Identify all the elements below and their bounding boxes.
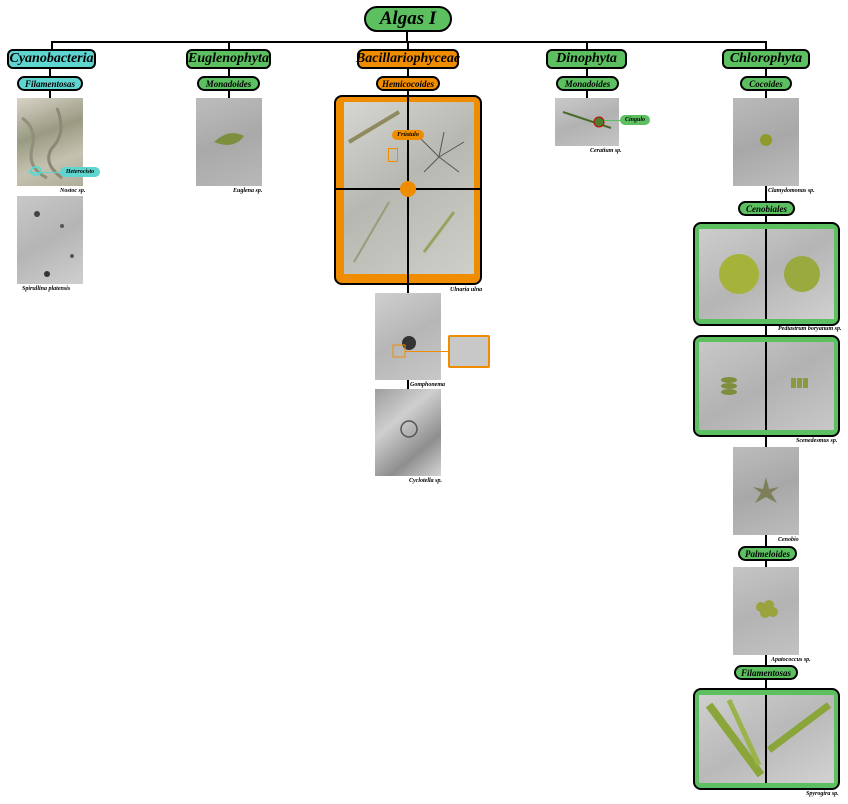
spirullina-dots-graphic — [17, 196, 83, 284]
caption-apatococcus: Apatococcus sp. — [771, 657, 811, 663]
caption-nostoc: Nostoc sp. — [60, 188, 85, 194]
tag-frustulo: Frústulo — [392, 130, 424, 140]
gomphonema-zoom-frame — [448, 335, 490, 368]
caption-pediastrum: Pediastrum boryanum sp. — [778, 326, 842, 332]
photo-spirullina — [17, 196, 83, 284]
tag-heterocisto: Heterocisto — [60, 167, 100, 177]
phylum-cyanobacteria: Cyanobacteria — [7, 49, 96, 69]
clamydomonas-graphic — [733, 98, 799, 186]
scenedesmus-divider — [765, 342, 767, 430]
frustulo-marker — [388, 148, 398, 162]
phylum-chlorophyta: Chlorophyta — [722, 49, 810, 69]
group-bacill-hemicocoides: Hemicocoides — [376, 76, 440, 91]
caption-ulnaria: Ulnaria ulna — [450, 287, 482, 293]
photo-ceratium — [555, 98, 619, 146]
apatococcus-graphic — [733, 567, 799, 655]
main-horizontal-line — [51, 41, 767, 43]
photo-euglena — [196, 98, 262, 186]
group-cyano-filamentosas: Filamentosas — [17, 76, 83, 91]
ulnaria-center-dot — [400, 181, 416, 197]
heterocisto-marker — [30, 166, 42, 176]
caption-euglena: Euglena sp. — [233, 188, 262, 194]
caption-spyrogira: Spyrogira sp. — [806, 791, 839, 797]
gomphonema-zoom-pointer — [405, 351, 449, 352]
caption-spirullina: Spirullina platensis — [22, 286, 70, 292]
pediastrum-divider — [765, 229, 767, 319]
tag-cingulo: Cíngulo — [620, 115, 650, 125]
caption-clamydomonas: Clamydomonas sp. — [768, 188, 815, 194]
group-chloro-filamentosas: Filamentosas — [734, 665, 798, 680]
phylum-bacillariophyceae: Bacillariophyceae — [357, 49, 459, 69]
group-eugleno-monadoides: Monadoides — [197, 76, 260, 91]
ceratium-graphic — [555, 98, 619, 146]
euglena-cell-graphic — [196, 98, 262, 186]
photo-cyclotella — [375, 389, 441, 476]
group-dino-monadoides: Monadoides — [556, 76, 619, 91]
spyrogira-divider — [765, 695, 767, 783]
phylum-dinophyta: Dinophyta — [546, 49, 627, 69]
cyclotella-graphic — [375, 389, 441, 476]
caption-scenedesmus: Scenedesmus sp. — [796, 438, 837, 444]
caption-cyclotella: Cyclotella sp. — [409, 478, 442, 484]
phylum-euglenophyta: Euglenophyta — [186, 49, 271, 69]
group-chloro-palmeloides: Palmeloides — [738, 546, 797, 561]
caption-ceratium: Ceratium sp. — [590, 148, 622, 154]
caption-gomphonema: Gomphonema — [410, 382, 445, 388]
cenobio-star-graphic — [733, 447, 799, 535]
photo-cenobio — [733, 447, 799, 535]
caption-cenobio: Cenobio — [778, 537, 799, 543]
photo-gomphonema — [375, 293, 441, 380]
photo-apatococcus — [733, 567, 799, 655]
group-chloro-cocoides: Cocoides — [740, 76, 792, 91]
gomphonema-graphic — [375, 293, 441, 380]
root-title: Algas I — [364, 6, 452, 32]
group-chloro-cenobiales: Cenobiales — [738, 201, 795, 216]
photo-clamydomonas — [733, 98, 799, 186]
